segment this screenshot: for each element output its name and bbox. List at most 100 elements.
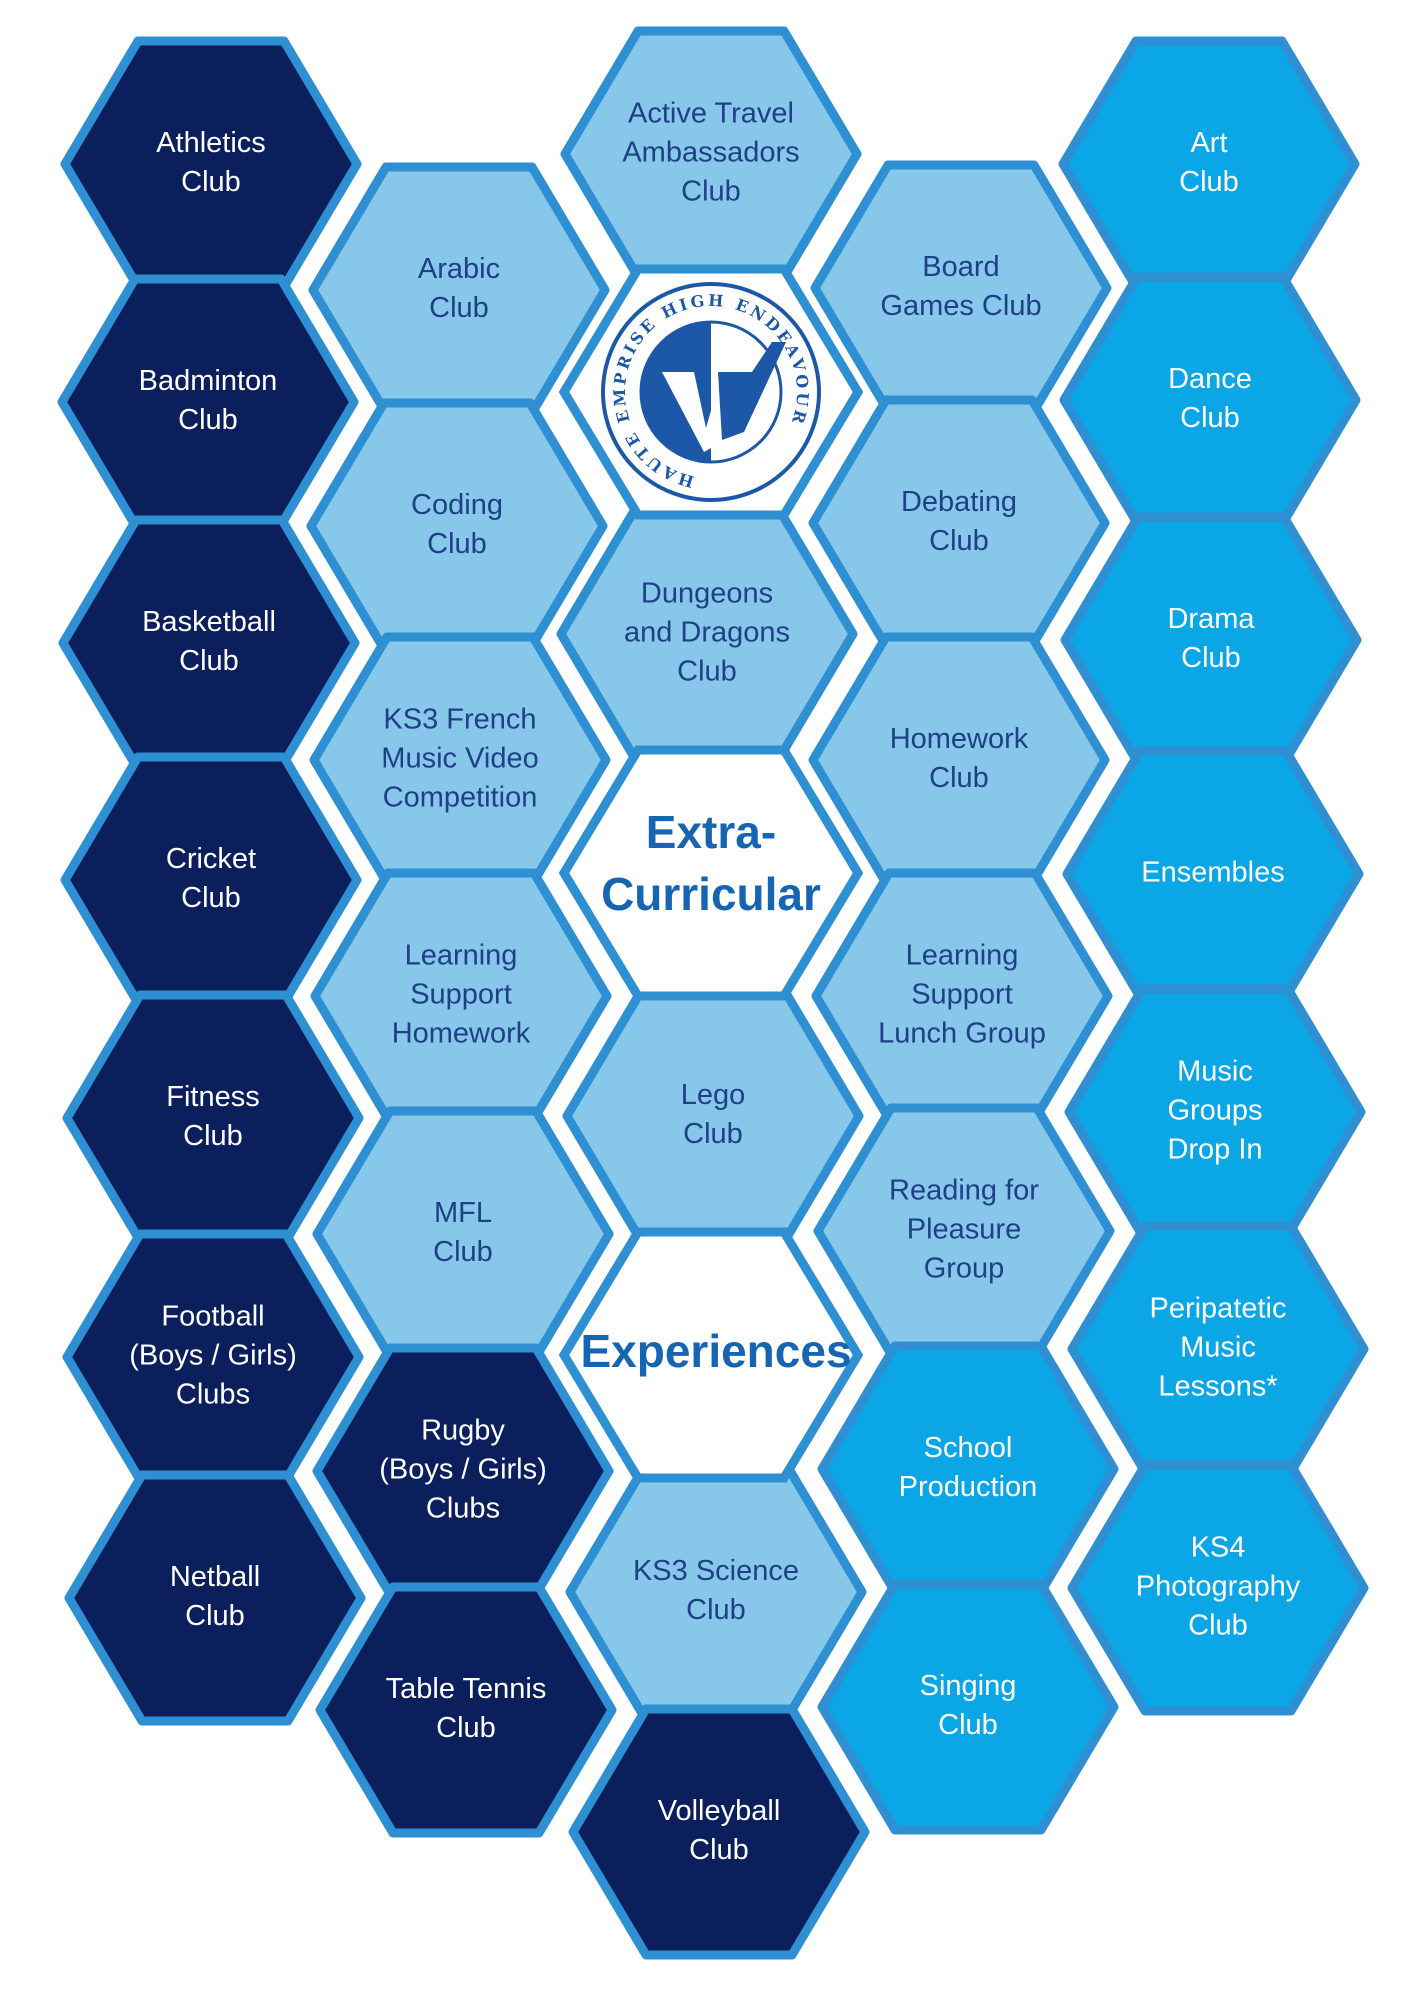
club-label-line: Reading for <box>889 1175 1039 1207</box>
club-label-line: KS4 <box>1191 1532 1246 1564</box>
school-crest-logo: HAUTE EMPRISE HIGH ENDEAVOUR <box>601 282 821 502</box>
club-hexagon-mfl: MFL Club <box>312 1106 614 1362</box>
club-label-line: Dungeons <box>641 578 773 610</box>
hex-shape <box>315 1582 617 1838</box>
club-label-line: Club <box>433 1236 493 1268</box>
club-label-line: Club <box>183 1120 243 1152</box>
hex-shape <box>57 274 359 530</box>
hex-shape <box>1067 1460 1369 1716</box>
title-hex-shape <box>558 1227 864 1483</box>
title-hexagon-extra-curricular: Extra- Curricular <box>558 745 864 1001</box>
club-label-line: Basketball <box>142 606 276 638</box>
hex-shape <box>62 990 364 1246</box>
club-label-line: Club <box>1180 402 1240 434</box>
club-label-line: Production <box>899 1471 1038 1503</box>
club-label-line: Arabic <box>418 253 500 285</box>
club-label-line: Club <box>429 292 489 324</box>
hex-shape <box>808 632 1110 888</box>
club-label-line: Support <box>410 979 512 1011</box>
club-label-line: Drama <box>1167 603 1255 635</box>
club-label-line: Games Club <box>880 290 1041 322</box>
hex-shape <box>308 162 610 418</box>
club-label-line: Club <box>929 762 989 794</box>
club-label-line: Club <box>427 528 487 560</box>
club-label-line: Club <box>686 1594 746 1626</box>
club-label-line: Peripatetic <box>1149 1293 1286 1325</box>
club-label-line: Rugby <box>421 1415 505 1447</box>
club-label-line: Club <box>938 1709 998 1741</box>
club-label-line: Fitness <box>166 1081 259 1113</box>
hex-shape <box>817 1579 1119 1835</box>
club-label-line: Athletics <box>156 127 266 159</box>
club-label-line: Support <box>911 979 1013 1011</box>
club-label-line: Football <box>161 1301 264 1333</box>
hex-shape <box>565 1464 867 1720</box>
club-label-line: Drop In <box>1167 1134 1262 1166</box>
club-label-line: Coding <box>411 489 503 521</box>
title-line-1: Extra- <box>646 806 776 858</box>
club-label-line: Lunch Group <box>878 1018 1046 1050</box>
club-label-line: Club <box>929 525 989 557</box>
club-label-line: Ensembles <box>1141 857 1284 889</box>
club-label-line: Ambassadors <box>622 137 799 169</box>
club-label-line: Homework <box>890 723 1029 755</box>
club-label-line: Club <box>178 404 238 436</box>
club-label-line: Pleasure <box>907 1214 1021 1246</box>
hex-shape <box>562 988 864 1244</box>
club-label-line: Club <box>1181 642 1241 674</box>
club-label-line: Clubs <box>426 1493 500 1525</box>
club-label-line: Learning <box>405 940 518 972</box>
club-label-line: School <box>924 1432 1013 1464</box>
club-label-line: Club <box>1179 166 1239 198</box>
hex-shape <box>1060 512 1362 768</box>
club-label-line: Board <box>922 251 999 283</box>
club-label-line: and Dragons <box>624 617 790 649</box>
hex-shape <box>808 395 1110 651</box>
club-label-line: Active Travel <box>628 98 794 130</box>
club-label-line: Music <box>1177 1056 1253 1088</box>
club-label-line: Competition <box>383 782 538 814</box>
club-label-line: Homework <box>392 1018 531 1050</box>
hex-shape <box>1058 36 1360 292</box>
club-label-line: Groups <box>1167 1095 1262 1127</box>
title-line-2: Curricular <box>601 868 821 920</box>
club-label-line: Volleyball <box>658 1795 781 1827</box>
club-hexagon-football: Football(Boys / Girls)Clubs <box>62 1229 364 1485</box>
club-label-line: MFL <box>434 1197 492 1229</box>
club-hexagon-ensembles: Ensembles <box>1062 746 1364 1002</box>
club-label-line: KS3 Science <box>633 1555 799 1587</box>
title-line-3: Experiences <box>580 1325 851 1377</box>
club-label-line: Group <box>924 1253 1005 1285</box>
hex-shape <box>60 752 362 1008</box>
club-label-line: Club <box>436 1712 496 1744</box>
title-hex-shape <box>558 745 864 1001</box>
hex-shape <box>817 1341 1119 1597</box>
club-label-line: Club <box>179 645 239 677</box>
club-label-line: Music Video <box>381 743 538 775</box>
club-label-line: Photography <box>1136 1571 1301 1603</box>
club-label-line: Dance <box>1168 363 1252 395</box>
club-label-line: Art <box>1190 127 1227 159</box>
club-label-line: Clubs <box>176 1379 250 1411</box>
